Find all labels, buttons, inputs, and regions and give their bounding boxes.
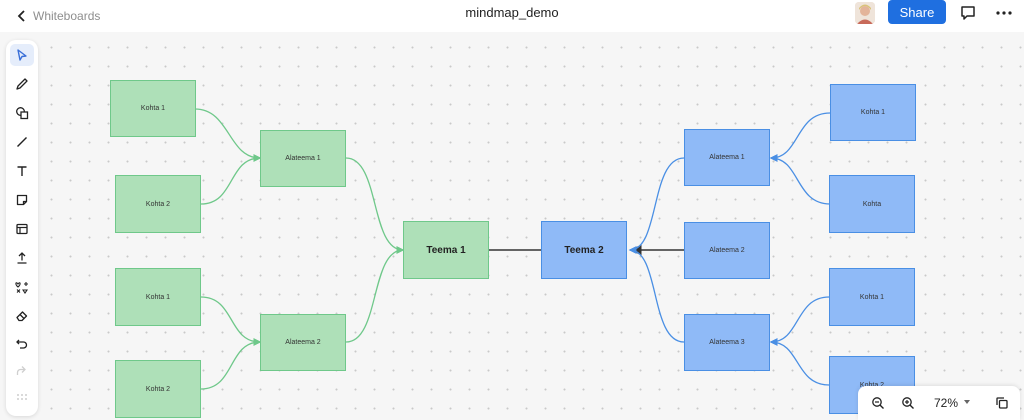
- zoom-in-icon: [902, 397, 914, 409]
- more-tools-button[interactable]: [10, 386, 34, 408]
- comment-button[interactable]: [958, 3, 978, 23]
- comment-icon: [961, 6, 975, 20]
- connector: [769, 112, 831, 162]
- pen-tool[interactable]: [10, 73, 34, 95]
- zoom-level[interactable]: 72%: [934, 396, 959, 410]
- undo-icon: [16, 339, 28, 349]
- back-label[interactable]: Whiteboards: [33, 9, 101, 23]
- back-button[interactable]: [12, 6, 32, 26]
- share-button[interactable]: Share: [888, 0, 946, 24]
- avatar[interactable]: [855, 2, 875, 24]
- connector: [194, 108, 262, 162]
- more-tools-icon: [17, 394, 27, 400]
- user-avatar-icon: [855, 2, 875, 24]
- mindmap-root-node[interactable]: Teema 1: [403, 221, 489, 279]
- more-options-button[interactable]: [994, 3, 1014, 23]
- document-title[interactable]: mindmap_demo: [465, 5, 559, 20]
- mindmap-node[interactable]: Kohta 1: [110, 80, 196, 137]
- mindmap-node[interactable]: Kohta 1: [830, 84, 916, 141]
- mindmap-subtopic-node[interactable]: Alateema 1: [684, 129, 770, 186]
- select-tool[interactable]: [10, 44, 34, 66]
- ai-shapes-icon: [15, 282, 29, 294]
- mindmap-node[interactable]: Kohta 2: [115, 175, 201, 233]
- shapes-icon: [16, 107, 29, 120]
- line-tool[interactable]: [10, 131, 34, 153]
- upload-icon: [17, 252, 27, 264]
- mindmap-subtopic-node[interactable]: Alateema 1: [260, 130, 346, 187]
- text-icon: [17, 166, 27, 176]
- zoom-controls: 72%: [858, 386, 1020, 420]
- mindmap-node[interactable]: Kohta 1: [115, 268, 201, 326]
- undo-button[interactable]: [10, 333, 34, 355]
- pages-button[interactable]: [992, 393, 1012, 413]
- mindmap-subtopic-node[interactable]: Alateema 3: [684, 314, 770, 371]
- pen-icon: [16, 78, 28, 90]
- copy-pages-icon: [996, 397, 1008, 409]
- mindmap-node[interactable]: Kohta: [829, 175, 915, 233]
- mindmap-subtopic-node[interactable]: Alateema 2: [684, 222, 770, 279]
- connector: [345, 157, 405, 254]
- upload-tool[interactable]: [10, 247, 34, 269]
- tools-toolbar: [6, 40, 38, 416]
- mindmap-node[interactable]: Kohta 2: [115, 360, 201, 418]
- connector: [345, 246, 405, 343]
- zoom-out-button[interactable]: [868, 393, 888, 413]
- ai-shapes-tool[interactable]: [10, 276, 34, 298]
- sticky-note-icon: [16, 194, 28, 206]
- line-icon: [17, 137, 27, 147]
- connector: [200, 154, 262, 205]
- connector: [200, 338, 262, 390]
- connector: [769, 154, 831, 205]
- connector: [769, 338, 830, 386]
- zoom-out-icon: [872, 397, 884, 409]
- shapes-tool[interactable]: [10, 102, 34, 124]
- zoom-dropdown-caret-icon[interactable]: [964, 400, 970, 404]
- more-horizontal-icon: [996, 11, 1012, 15]
- redo-icon: [16, 366, 26, 375]
- sticky-note-tool[interactable]: [10, 189, 34, 211]
- frame-icon: [16, 223, 28, 235]
- select-icon: [17, 49, 27, 61]
- redo-button[interactable]: [10, 360, 34, 382]
- connector: [628, 157, 685, 254]
- chevron-left-icon: [17, 10, 25, 22]
- mindmap-node[interactable]: Kohta 1: [829, 268, 915, 326]
- document-title-wrap: mindmap_demo: [0, 5, 1024, 20]
- eraser-tool[interactable]: [10, 305, 34, 327]
- frame-tool[interactable]: [10, 218, 34, 240]
- top-bar: Whiteboards mindmap_demo Share: [0, 0, 1024, 32]
- connector: [200, 296, 262, 346]
- zoom-in-button[interactable]: [898, 393, 918, 413]
- mindmap-subtopic-node[interactable]: Alateema 2: [260, 314, 346, 371]
- connector: [628, 246, 685, 343]
- connector: [769, 296, 830, 346]
- text-tool[interactable]: [10, 160, 34, 182]
- eraser-icon: [16, 311, 28, 322]
- mindmap-root-node[interactable]: Teema 2: [541, 221, 627, 279]
